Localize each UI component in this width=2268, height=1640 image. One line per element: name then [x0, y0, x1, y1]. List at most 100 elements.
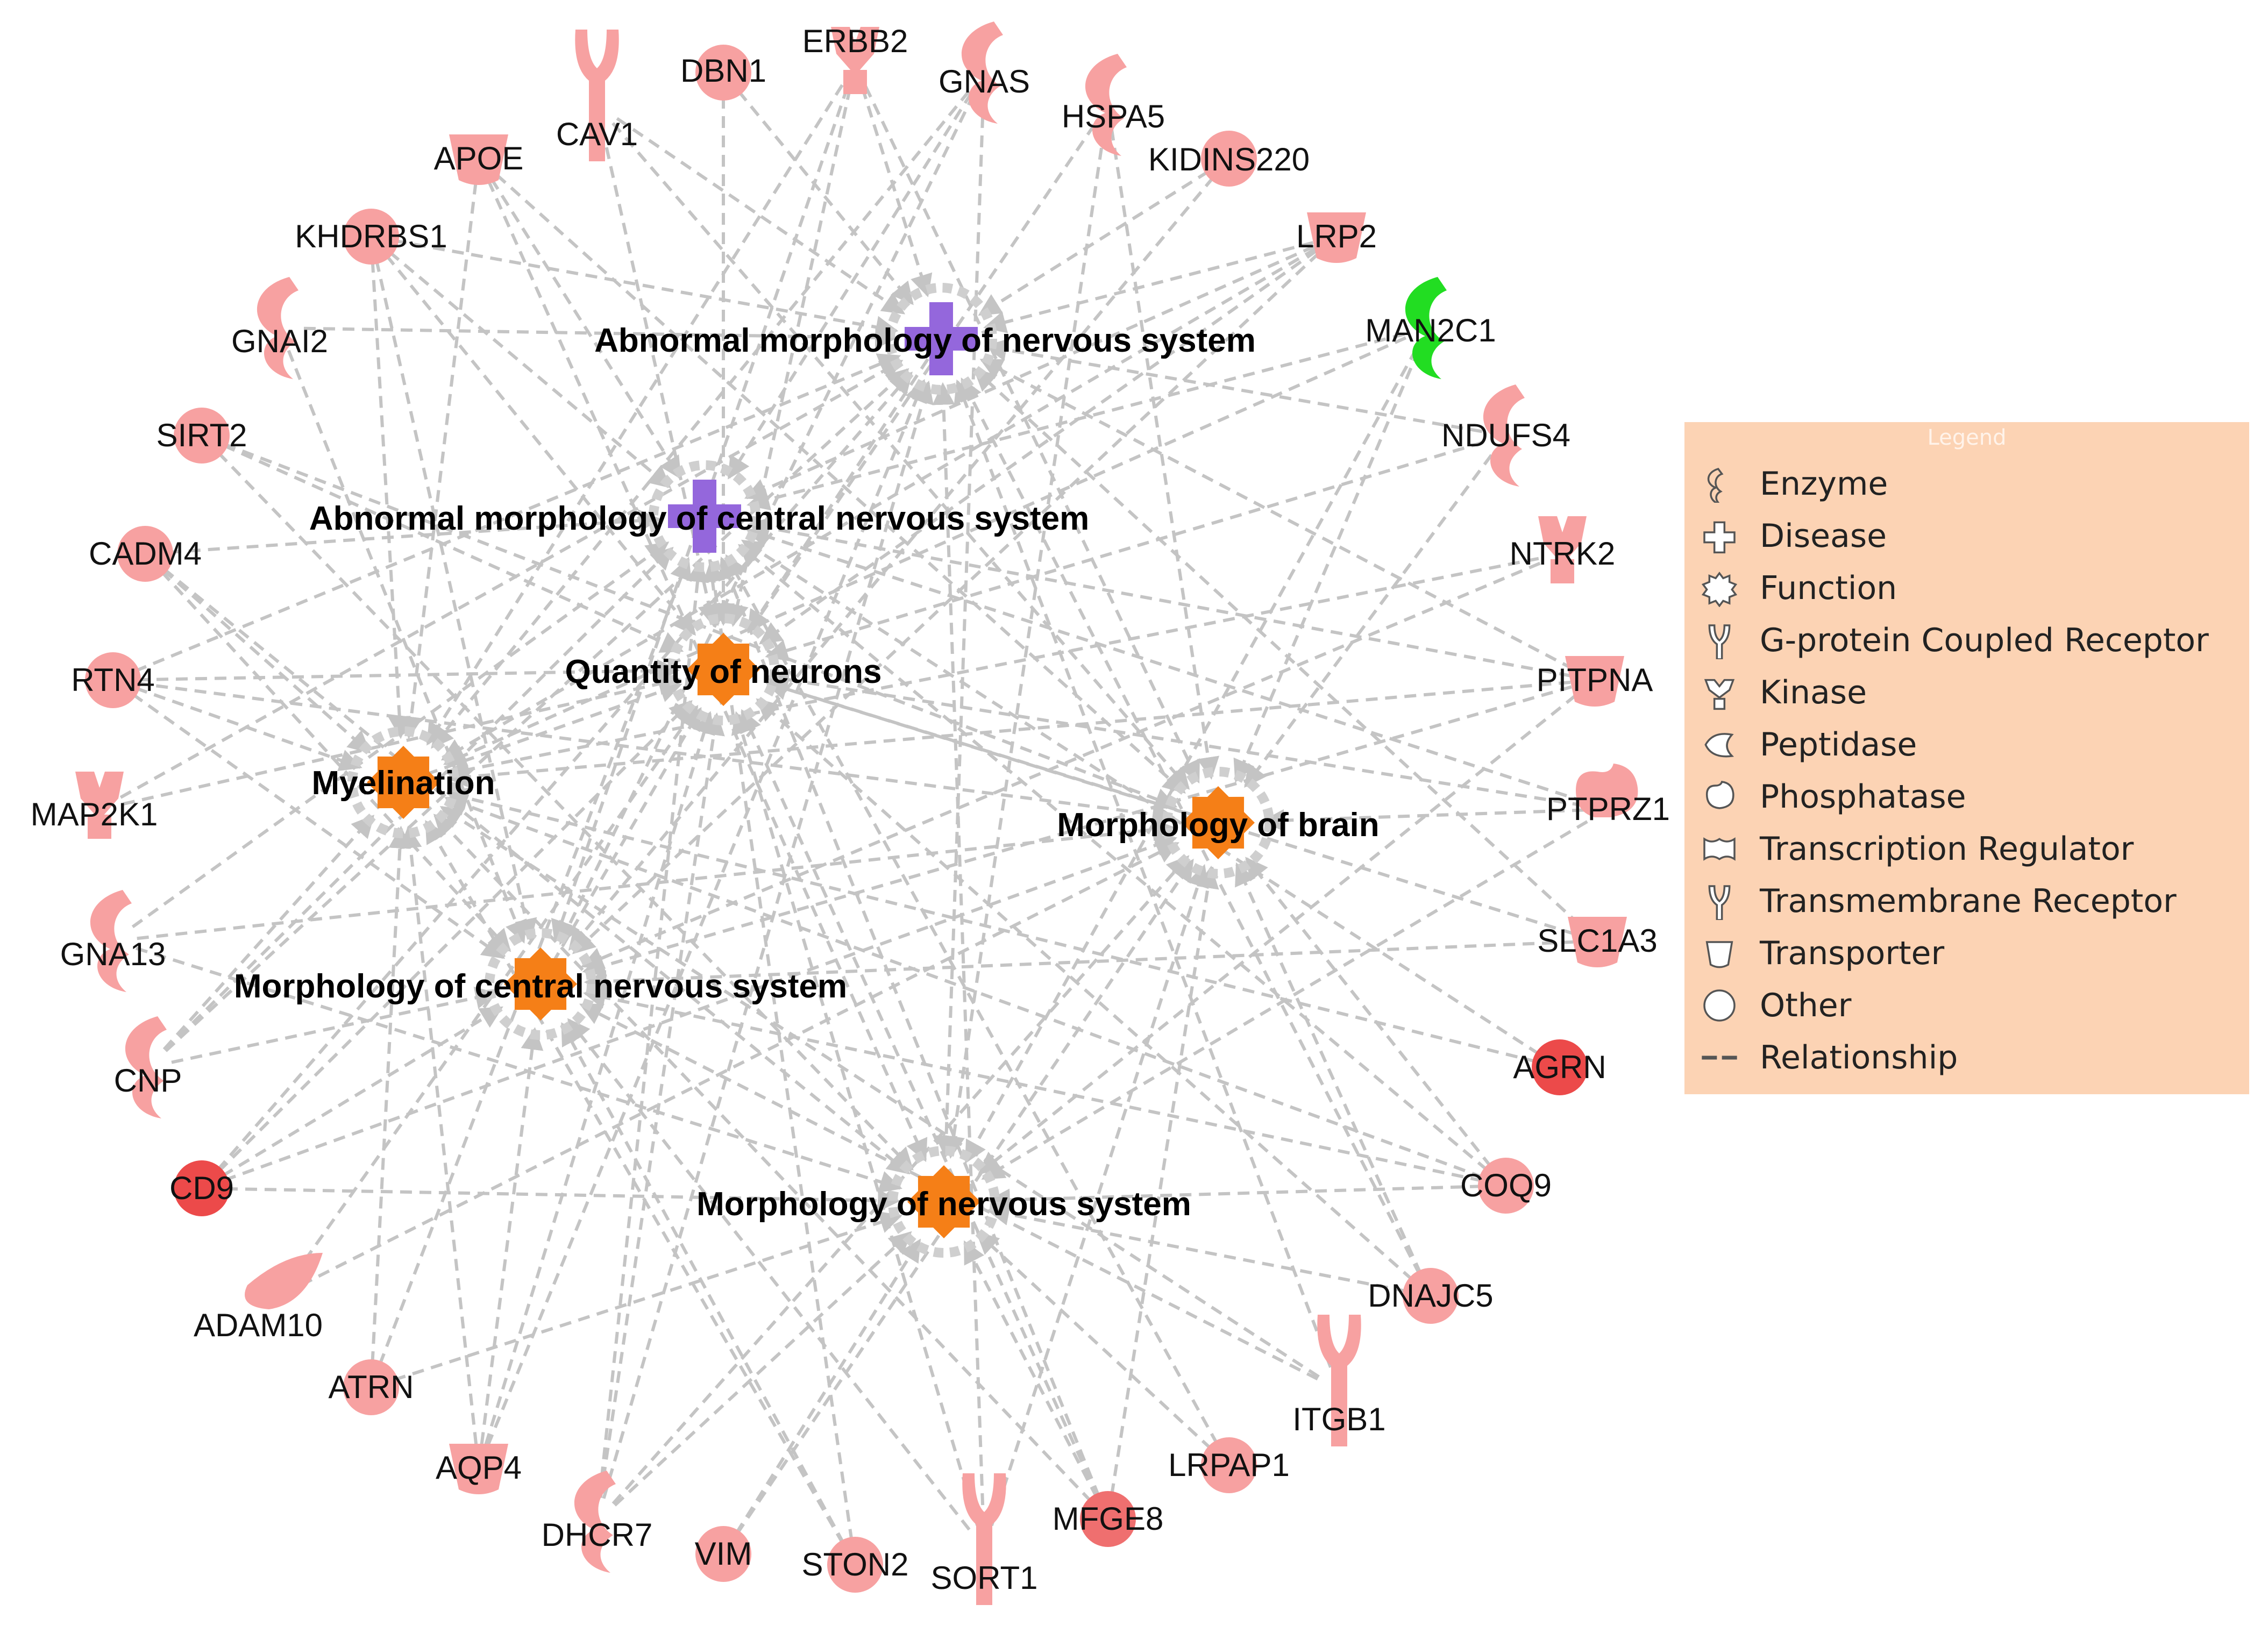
enzyme-icon: [961, 22, 1003, 124]
function-node-morphology-of-nervous-system[interactable]: Morphology of nervous system: [696, 1146, 1191, 1258]
gene-node-atrn[interactable]: ATRN: [329, 1359, 414, 1415]
gene-node-man2c1[interactable]: MAN2C1: [1365, 277, 1496, 379]
gene-node-dnajc5[interactable]: DNAJC5: [1368, 1268, 1494, 1324]
relationship-edge: [765, 678, 1575, 936]
gene-node-agrn[interactable]: AGRN: [1513, 1039, 1606, 1095]
gene-node-ntrk2[interactable]: NTRK2: [1510, 516, 1616, 583]
other-icon: [174, 1160, 230, 1216]
gene-node-hspa5[interactable]: HSPA5: [1062, 54, 1165, 156]
relationship-edge: [765, 441, 1483, 661]
relationship-edge: [393, 1211, 903, 1381]
gene-node-dbn1[interactable]: DBN1: [680, 45, 766, 101]
gene-node-dhcr7[interactable]: DHCR7: [542, 1471, 653, 1573]
gene-label: PITPNA: [1537, 662, 1653, 698]
relationship-edge: [599, 712, 725, 1498]
gene-label: LRP2: [1296, 218, 1377, 254]
enzyme-icon: [90, 890, 132, 992]
relationship-edge: [171, 986, 498, 1064]
relationship-edge: [740, 709, 1100, 1498]
legend-item-label: Peptidase: [1760, 726, 1917, 764]
relationship-edge: [614, 1231, 912, 1507]
gene-node-vim[interactable]: VIM: [695, 1526, 752, 1582]
disease-node-abnormal-morphology-of-central-nervous-system[interactable]: Abnormal morphology of central nervous s…: [309, 460, 1089, 572]
gene-node-gna13[interactable]: GNA13: [60, 890, 166, 992]
function-node-morphology-of-brain[interactable]: Morphology of brain: [1057, 767, 1380, 879]
gene-node-pitpna[interactable]: PITPNA: [1537, 656, 1653, 707]
gene-label: CD9: [169, 1170, 234, 1206]
gene-node-coq9[interactable]: COQ9: [1460, 1158, 1552, 1214]
gene-node-gnai2[interactable]: GNAI2: [231, 277, 328, 379]
legend-item-enzyme: Enzyme: [1701, 460, 1888, 508]
gene-node-mfge8[interactable]: MFGE8: [1053, 1491, 1164, 1547]
gene-node-cadm4[interactable]: CADM4: [89, 526, 202, 582]
transporter-icon: [1565, 656, 1624, 707]
relationship-edge: [765, 678, 1196, 817]
transmembrane-receptor-icon: [1317, 1315, 1361, 1446]
other-icon: [117, 526, 173, 582]
gene-node-ndufs4[interactable]: NDUFS4: [1441, 384, 1570, 487]
relationship-edge: [445, 787, 1537, 1064]
gene-label: DBN1: [680, 53, 766, 89]
relationship-edge: [486, 379, 927, 1446]
function-node-morphology-of-central-nervous-system[interactable]: Morphology of central nervous system: [234, 928, 847, 1040]
disease-icon: [668, 480, 741, 553]
gene-node-erbb2[interactable]: ERBB2: [802, 23, 908, 94]
gene-node-lrpap1[interactable]: LRPAP1: [1168, 1437, 1290, 1493]
gene-label: GNA13: [60, 936, 166, 972]
relationship-edge: [954, 379, 1332, 1368]
legend-item-function: Function: [1701, 564, 1897, 612]
gene-node-khdrbs1[interactable]: KHDRBS1: [295, 209, 447, 265]
function-node-myelination[interactable]: Myelination: [311, 726, 495, 838]
relationship-edge: [385, 254, 696, 636]
relationship-edge: [731, 711, 979, 1526]
legend-item-label: Kinase: [1760, 674, 1867, 711]
legend-item-label: Phosphatase: [1760, 778, 1966, 816]
disease-node-abnormal-morphology-of-nervous-system[interactable]: Abnormal morphology of nervous system: [594, 283, 1256, 395]
relationship-edge: [119, 359, 904, 799]
gene-node-slc1a3[interactable]: SLC1A3: [1537, 917, 1658, 967]
relationship-edge: [961, 377, 1421, 1275]
legend-item-transmembrane-receptor: Transmembrane Receptor: [1701, 877, 2177, 925]
gene-node-gnas[interactable]: GNAS: [939, 22, 1030, 124]
gene-node-rtn4[interactable]: RTN4: [71, 652, 155, 708]
arrowhead-cluster: [667, 614, 779, 725]
relationship-edge: [388, 251, 672, 489]
relationship-edge: [973, 368, 1581, 926]
gene-label: AQP4: [436, 1450, 522, 1486]
gene-node-ptprz1[interactable]: PTPRZ1: [1546, 764, 1670, 827]
gene-node-sirt2[interactable]: SIRT2: [157, 408, 247, 464]
gene-node-cav1[interactable]: CAV1: [556, 30, 638, 161]
hub-label: Myelination: [311, 765, 495, 802]
gene-node-apoe[interactable]: APOE: [434, 134, 524, 185]
gene-node-aqp4[interactable]: AQP4: [436, 1444, 522, 1494]
relationship-edge: [551, 707, 702, 964]
relationship-edge: [136, 946, 902, 1193]
legend-item-label: Function: [1760, 569, 1897, 607]
gene-node-kidins220[interactable]: KIDINS220: [1148, 131, 1310, 187]
gene-node-adam10[interactable]: ADAM10: [194, 1253, 323, 1343]
gene-node-cnp[interactable]: CNP: [114, 1016, 182, 1118]
gene-node-cd9[interactable]: CD9: [169, 1160, 234, 1216]
function-icon: [907, 1165, 980, 1238]
gene-node-map2k1[interactable]: MAP2K1: [31, 772, 158, 839]
kinase-icon: [1538, 516, 1587, 583]
gene-node-lrp2[interactable]: LRP2: [1296, 212, 1377, 263]
relationship-edge: [221, 1006, 503, 1178]
arrowhead-cluster: [888, 1146, 1000, 1258]
gene-node-sort1[interactable]: SORT1: [931, 1473, 1038, 1605]
relationship-edge: [400, 182, 478, 739]
function-node-quantity-of-neurons[interactable]: Quantity of neurons: [565, 614, 882, 725]
relationship-edge: [433, 814, 1093, 1503]
relationship-edge: [217, 452, 914, 1171]
relationship-edge: [426, 84, 844, 746]
relationship-edge: [864, 85, 1200, 784]
enzyme-icon: [1085, 54, 1127, 156]
relationship-edge: [446, 557, 1539, 781]
gene-node-itgb1[interactable]: ITGB1: [1292, 1315, 1386, 1446]
relationship-edge: [123, 673, 681, 806]
gene-label: MAN2C1: [1365, 312, 1496, 348]
enzyme-icon: [574, 1471, 616, 1573]
gene-label: SLC1A3: [1537, 923, 1657, 959]
gene-node-ston2[interactable]: STON2: [802, 1537, 909, 1593]
